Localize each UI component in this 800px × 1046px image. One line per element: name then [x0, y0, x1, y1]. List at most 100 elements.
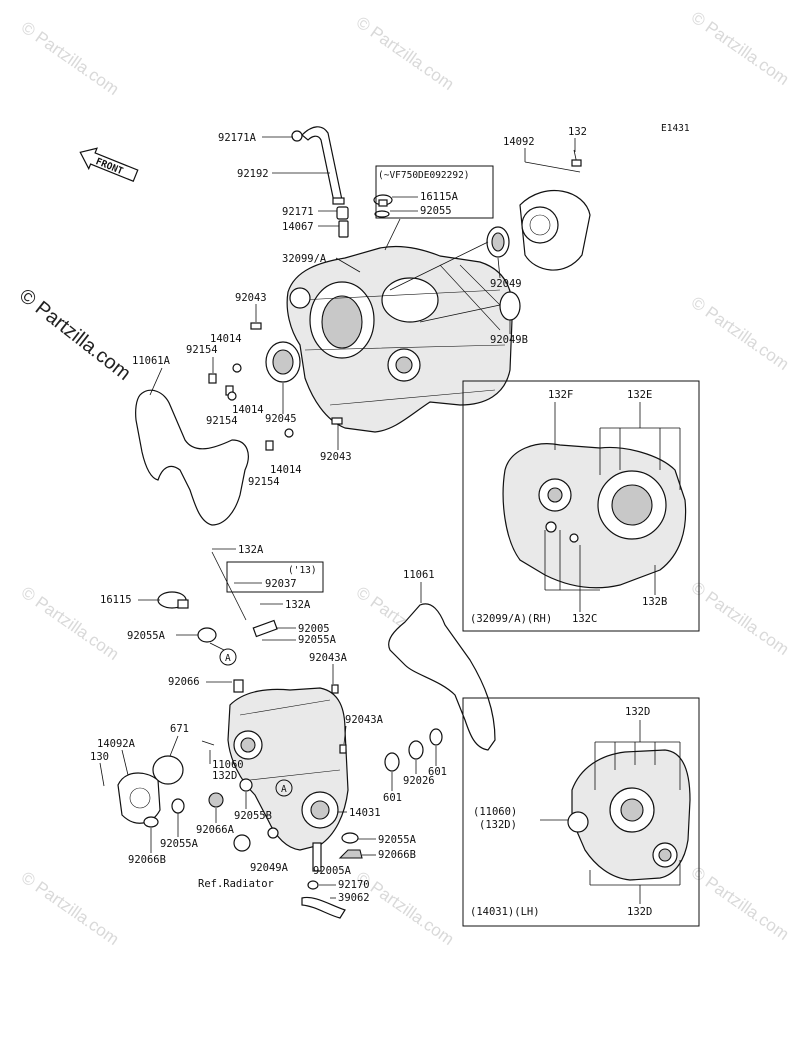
- oil-filler-cap-16115: [157, 591, 189, 609]
- inset-lh-frame: [462, 697, 700, 927]
- o-ring-92055B: [239, 778, 253, 792]
- watermark: © Partzilla.com: [688, 863, 793, 944]
- callout-16115A: 16115A: [420, 191, 459, 203]
- callout-92043A: 92043A: [345, 714, 384, 726]
- reference-marker-a: [275, 779, 293, 797]
- serial-note: (~VF750DE092292): [378, 170, 470, 181]
- callout-601: 601: [383, 792, 402, 804]
- callout-11061A: 11061A: [132, 355, 171, 367]
- callout-92171A: 92171A: [218, 132, 257, 144]
- inset-rh-cover-bolts: 132F 132E 132B 132C (32099/A)(RH): [462, 380, 700, 632]
- front-arrow-icon: FRONT: [79, 147, 139, 183]
- callout-14014: 14014: [270, 464, 302, 476]
- callout-92005: 92005: [298, 623, 330, 635]
- o-ring-92055A: [171, 798, 185, 814]
- callout-92037: 92037: [265, 578, 297, 590]
- callout-92066A: 92066A: [196, 824, 235, 836]
- callout-92154: 92154: [186, 344, 218, 356]
- callout-132: 132: [568, 126, 587, 138]
- reference-marker-a-label: A: [225, 653, 231, 664]
- cover-plate-14092: [519, 190, 591, 271]
- dowel-pin-92043: [250, 322, 262, 330]
- callout-92066B: 92066B: [378, 849, 416, 861]
- dowel-92043A: [331, 684, 339, 694]
- inset-callout-132B: 132B: [642, 596, 667, 608]
- inset-callout-132D: 132D: [625, 706, 650, 718]
- callout-92154: 92154: [206, 415, 238, 427]
- reference-marker-a: [219, 648, 237, 666]
- seal-92026: [408, 740, 424, 760]
- inset-rh-frame: [462, 380, 700, 632]
- oil-pipe-92037: [211, 551, 278, 638]
- callout-92043: 92043: [235, 292, 267, 304]
- reference-marker-a-label: A: [281, 784, 287, 795]
- plug-92066A: [208, 792, 224, 808]
- plug-92066: [233, 679, 244, 693]
- dowel-pin-92043: [331, 417, 343, 425]
- inset-callout-132D: 132D: [627, 906, 652, 918]
- callout-14031: 14031: [349, 807, 381, 819]
- right-crankcase-cover-32099A: [286, 245, 514, 433]
- collar-14014: [227, 363, 294, 438]
- oil-seal-92049B: [499, 291, 521, 321]
- callout-14014: 14014: [232, 404, 264, 416]
- callout-14092: 14092: [503, 136, 535, 148]
- year-note: ('13): [288, 565, 317, 576]
- oil-seal-inner: [491, 232, 505, 252]
- callout-92049: 92049: [490, 278, 522, 290]
- callout-92055A: 92055A: [127, 630, 166, 642]
- seal-601: [384, 752, 400, 772]
- watermark: © Partzilla.com: [688, 578, 793, 659]
- callout-132A: 132A: [238, 544, 264, 556]
- callout-132D: 132D: [212, 770, 237, 782]
- watermark: © Partzilla.com: [688, 8, 793, 89]
- callout-39062: 39062: [338, 892, 370, 904]
- inset-note-11060: (11060): [473, 806, 517, 818]
- bolt-132D: [201, 740, 215, 746]
- callout-14092A: 14092A: [97, 738, 136, 750]
- o-ring-92055A: [197, 627, 217, 643]
- cover-plate-14092A: [117, 772, 161, 824]
- watermark: © Partzilla.com: [353, 13, 458, 94]
- year-note-box: [226, 561, 324, 593]
- callout-601: 601: [428, 766, 447, 778]
- plug-92049A: [233, 834, 251, 852]
- callout-92154: 92154: [248, 476, 280, 488]
- callout-130: 130: [90, 751, 109, 763]
- callout-92066: 92066: [168, 676, 200, 688]
- callout-layer: 92171A 92192 92171 14067 32099/A 92043 1…: [90, 126, 587, 904]
- dowel-92043A: [339, 744, 347, 754]
- callout-92066B: 92066B: [128, 854, 166, 866]
- callout-32099A: 32099/A: [282, 253, 327, 265]
- callout-92045: 92045: [265, 413, 297, 425]
- callout-14067: 14067: [282, 221, 314, 233]
- oil-cap-16115A: [373, 194, 393, 218]
- seal-601: [429, 728, 443, 746]
- watermark-large: © Partzilla.com: [15, 285, 135, 385]
- callout-92055A: 92055A: [160, 838, 199, 850]
- inset-lh-cover-bolts: 132D (11060) (132D) 132D (14031)(LH): [462, 697, 700, 927]
- callout-132A: 132A: [285, 599, 311, 611]
- ref-radiator-note: Ref.Radiator: [198, 878, 274, 890]
- callout-92170: 92170: [338, 879, 370, 891]
- callout-11061: 11061: [403, 569, 435, 581]
- callout-92043: 92043: [320, 451, 352, 463]
- watermark: © Partzilla.com: [18, 868, 123, 949]
- inset-caption-rh: (32099/A)(RH): [470, 613, 552, 625]
- breather-hose-92192: [291, 126, 349, 238]
- o-ring-92055A: [341, 832, 359, 844]
- watermark: © Partzilla.com: [688, 293, 793, 374]
- callout-92055: 92055: [420, 205, 452, 217]
- inset-callout-132E: 132E: [627, 389, 652, 401]
- plug-92066B: [143, 816, 159, 828]
- callout-92055A: 92055A: [298, 634, 337, 646]
- inset-note-132D: (132D): [479, 819, 517, 831]
- callout-92049B: 92049B: [490, 334, 528, 346]
- bolt-132: [571, 149, 582, 167]
- left-crankcase-cover-14031: [227, 687, 349, 851]
- watermark: © Partzilla.com: [18, 18, 123, 99]
- inset-caption-lh: (14031)(LH): [470, 906, 540, 918]
- o-ring-671: [152, 755, 184, 785]
- serial-note-box: [375, 165, 494, 219]
